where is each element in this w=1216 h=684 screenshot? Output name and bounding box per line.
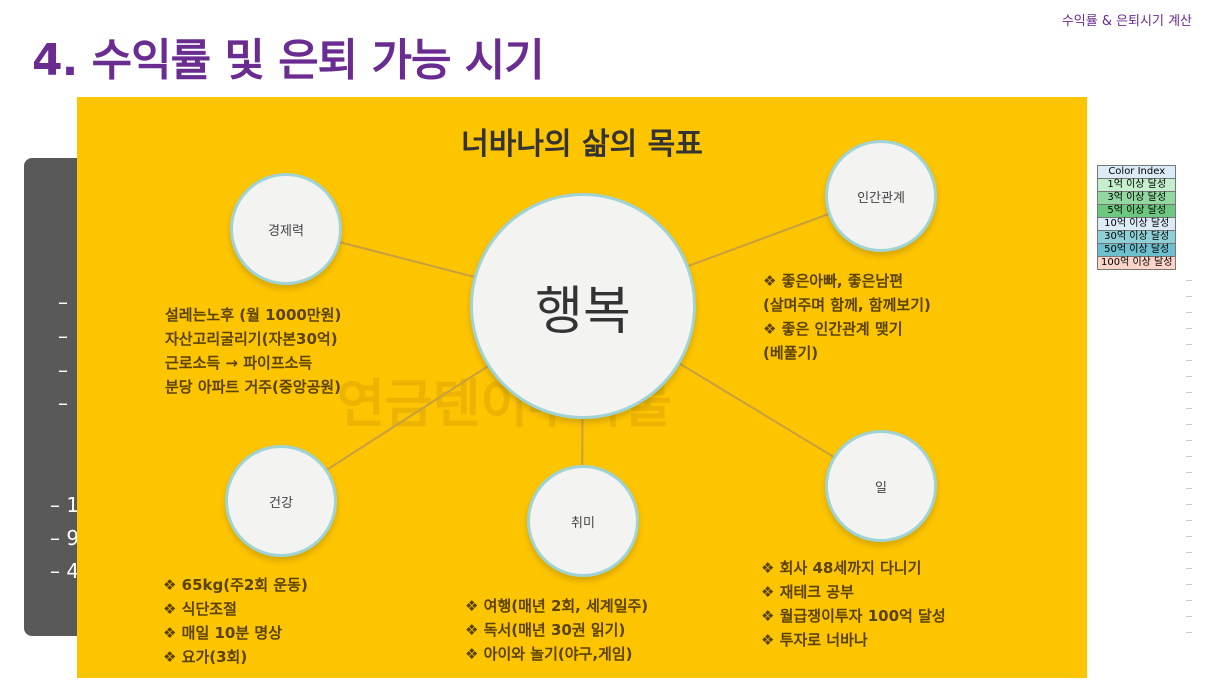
sheet-gridline [1186,440,1192,441]
sheet-gridline [1186,552,1192,553]
sheet-gridline [1186,584,1192,585]
color-index-row: 10억 이상 달성 [1096,217,1177,231]
goal-item: ❖ 회사 48세까지 다니기 [761,559,922,577]
bullet: – 1 [50,493,80,517]
color-index-header: Color Index [1096,165,1177,179]
sheet-gridline [1186,616,1192,617]
sheet-gridline [1186,632,1192,633]
work-goals: ❖ 회사 48세까지 다니기 ❖ 재테크 공부 ❖ 월급쟁이투자 100억 달성… [761,556,946,652]
color-index-row: 1억 이상 달성 [1096,178,1177,192]
sheet-gridline [1186,600,1192,601]
circle-health: 건강 [225,445,337,557]
color-index-row: 100억 이상 달성 [1096,256,1177,270]
sheet-gridline [1186,296,1192,297]
hobby-goals: ❖ 여행(매년 2회, 세계일주) ❖ 독서(매년 30권 읽기) ❖ 아이와 … [465,594,648,666]
goal-item: ❖ 재테크 공부 [761,583,854,601]
goal-item: (베풀기) [763,344,819,362]
goal-item: 근로소득 → 파이프소득 [165,354,313,372]
goal-item: ❖ 요가(3회) [163,648,248,666]
goal-item: ❖ 좋은 인간관계 맺기 [763,320,903,338]
health-goals: ❖ 65kg(주2회 운동) ❖ 식단조절 ❖ 매일 10분 명상 ❖ 요가(3… [163,573,308,669]
goal-item: 자산고리굴리기(자본30억) [165,330,338,348]
goal-item: ❖ 아이와 놀기(야구,게임) [465,645,633,663]
circle-hobby: 취미 [527,465,639,577]
section-label: 수익률 & 은퇴시기 계산 [1061,14,1192,29]
sheet-gridline [1186,536,1192,537]
goal-item: 설레는노후 (월 1000만원) [165,306,342,324]
goal-item: ❖ 매일 10분 명상 [163,624,282,642]
sheet-gridline [1186,392,1192,393]
page-title: 4. 수익률 및 은퇴 가능 시기 [32,35,545,86]
sheet-gridline [1186,504,1192,505]
sheet-gridline [1186,456,1192,457]
circle-work: 일 [825,430,937,542]
goal-item: ❖ 월급쟁이투자 100억 달성 [761,607,946,625]
color-index-row: 3억 이상 달성 [1096,191,1177,205]
goal-item: ❖ 좋은아빠, 좋은남편 [763,272,903,290]
sheet-gridline [1186,280,1192,281]
circle-wealth: 경제력 [230,173,342,285]
center-circle-happiness: 행복 [470,193,696,419]
sheet-gridline [1186,568,1192,569]
bullet: – [58,290,68,314]
goal-poster-image: 너바나의 삶의 목표 연금텐이투자물 행복 경제력 인간관계 건강 취미 일 설… [77,97,1087,678]
sheet-gridline [1186,424,1192,425]
goal-item: ❖ 65kg(주2회 운동) [163,576,308,594]
goal-item: 분당 아파트 거주(중앙공원) [165,378,341,396]
goal-item: ❖ 독서(매년 30권 읽기) [465,621,626,639]
goal-item: ❖ 여행(매년 2회, 세계일주) [465,597,649,615]
color-index-row: 5억 이상 달성 [1096,204,1177,218]
bullet: – [58,324,68,348]
sheet-gridline [1186,312,1192,313]
sheet-gridline [1186,344,1192,345]
goal-item: ❖ 투자로 너바나 [761,631,868,649]
poster-title: 너바나의 삶의 목표 [461,127,703,162]
wealth-goals: 설레는노후 (월 1000만원) 자산고리굴리기(자본30억) 근로소득 → 파… [165,303,341,399]
sheet-gridline [1186,472,1192,473]
sheet-gridline [1186,408,1192,409]
goal-item: ❖ 식단조절 [163,600,237,618]
sheet-gridline [1186,520,1192,521]
goal-item: (살며주며 함께, 함께보기) [763,296,931,314]
color-index-table: Color Index 1억 이상 달성 3억 이상 달성 5억 이상 달성 1… [1096,165,1177,270]
bullet: – [58,358,68,382]
sheet-gridline [1186,488,1192,489]
relationship-goals: ❖ 좋은아빠, 좋은남편 (살며주며 함께, 함께보기) ❖ 좋은 인간관계 맺… [763,269,931,365]
sheet-gridline [1186,328,1192,329]
sheet-gridline [1186,360,1192,361]
color-index-row: 30억 이상 달성 [1096,230,1177,244]
color-index-row: 50억 이상 달성 [1096,243,1177,257]
bullet: – 4 [50,559,80,583]
sheet-gridline [1186,376,1192,377]
circle-relationships: 인간관계 [825,140,937,252]
bullet: – [58,391,68,415]
bullet: – 9 [50,526,80,550]
